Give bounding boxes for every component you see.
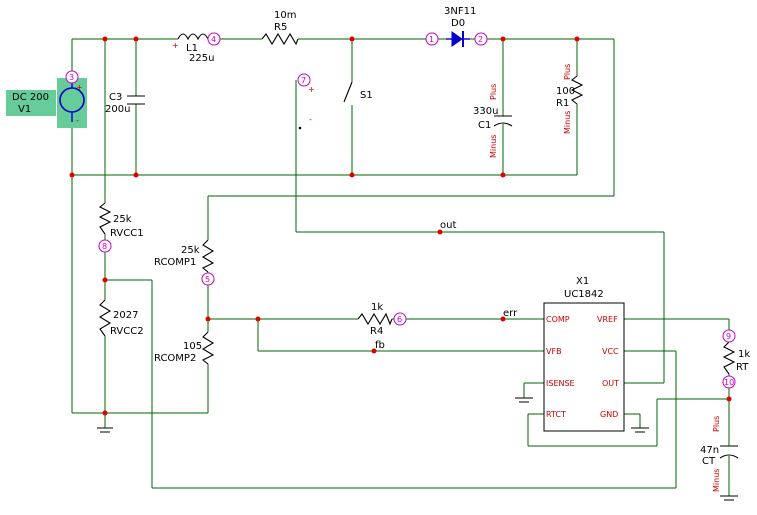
rcomp1-resistor[interactable]: 25k RCOMP1: [154, 239, 215, 273]
r1-resistor[interactable]: 100 R1 Plus Minus: [556, 64, 584, 134]
r5-ref: R5: [274, 22, 287, 33]
r5-resistor[interactable]: 10m R5: [261, 10, 299, 46]
d0-ref: D0: [451, 18, 465, 29]
c1-minus: Minus: [489, 135, 498, 158]
junction-dots: [69, 36, 732, 416]
ic-pin-rtct: RTCT: [546, 410, 566, 419]
ic-pin-vcc: VCC: [602, 347, 619, 356]
rt-value: 1k: [738, 349, 750, 360]
node-8: 8: [102, 242, 107, 251]
ic-pin-comp: COMP: [546, 315, 570, 324]
l1-value: 225u: [189, 53, 214, 64]
r1-plus: Plus: [563, 64, 572, 80]
ct-plus: Plus: [712, 416, 721, 432]
rvcc1-resistor[interactable]: 25k RVCC1: [98, 202, 144, 239]
r4-resistor[interactable]: 1k R4: [357, 302, 393, 337]
node-10: 10: [724, 378, 734, 387]
ct-minus: Minus: [712, 469, 721, 492]
c1-ref: C1: [478, 120, 491, 131]
rcomp2-ref: RCOMP2: [154, 353, 196, 364]
d0-value: 3NF11: [444, 6, 476, 17]
node-7: 7: [301, 76, 306, 85]
ground-symbols: [97, 397, 738, 501]
rt-resistor[interactable]: 1k RT: [722, 341, 750, 375]
ct-ref: CT: [702, 456, 716, 467]
rcomp2-value: 105: [183, 341, 202, 352]
ic-pin-vfb: VFB: [546, 347, 562, 356]
net-fb-label: fb: [375, 340, 385, 351]
r5-value: 10m: [274, 10, 296, 21]
r1-minus: Minus: [563, 111, 572, 134]
rvcc2-resistor[interactable]: 2027 RVCC2: [98, 299, 144, 337]
s1-switch[interactable]: S1 + -: [298, 81, 373, 130]
rvcc1-value: 25k: [113, 214, 132, 225]
rvcc2-ref: RVCC2: [110, 326, 144, 337]
s1-ref: S1: [360, 90, 373, 101]
v1-plus: +: [76, 83, 83, 92]
node-3: 3: [69, 73, 74, 82]
r1-value: 100: [556, 86, 575, 97]
node-5: 5: [205, 275, 210, 284]
r4-ref: R4: [370, 326, 383, 337]
node-6: 6: [397, 315, 402, 324]
c1-value: 330u: [473, 106, 498, 117]
c1-plus: Plus: [489, 84, 498, 100]
r1-ref: R1: [556, 98, 569, 109]
ct-capacitor[interactable]: 47n CT Plus Minus: [700, 416, 739, 492]
c3-ref: C3: [109, 92, 122, 103]
ic-ref: X1: [576, 276, 589, 287]
r4-value: 1k: [371, 302, 383, 313]
node-4: 4: [211, 35, 216, 44]
rcomp2-resistor[interactable]: 105 RCOMP2: [154, 331, 215, 365]
node-numbers: 1 2 3 4 5 6 7 8 9 10: [65, 32, 736, 389]
net-out-label: out: [440, 220, 456, 231]
rvcc1-ref: RVCC1: [110, 228, 144, 239]
rvcc2-value: 2027: [113, 310, 138, 321]
x1-ic[interactable]: X1 UC1842 COMP VFB ISENSE RTCT VREF VCC …: [543, 276, 625, 432]
ic-part: UC1842: [564, 289, 604, 300]
node-1: 1: [429, 35, 434, 44]
ic-pin-vref: VREF: [597, 315, 618, 324]
c1-capacitor[interactable]: 330u C1 Plus Minus: [473, 84, 513, 158]
ic-pin-isense: ISENSE: [546, 379, 575, 388]
ic-pin-gnd: GND: [600, 410, 618, 419]
ct-value: 47n: [700, 445, 719, 456]
l1-ref: L1: [186, 43, 198, 54]
net-err-label: err: [503, 308, 518, 319]
v1-minus: -: [76, 116, 79, 125]
rt-ref: RT: [736, 362, 749, 373]
ic-pin-out: OUT: [602, 379, 619, 388]
c3-capacitor[interactable]: C3 200u: [105, 92, 145, 115]
l1-polarity: +: [172, 41, 179, 50]
s1-plus: +: [308, 85, 315, 94]
v1-value: DC 200: [12, 92, 49, 103]
node-2: 2: [478, 35, 483, 44]
v1-ref: V1: [18, 104, 31, 115]
rcomp1-ref: RCOMP1: [154, 257, 196, 268]
rcomp1-value: 25k: [181, 245, 200, 256]
d0-diode[interactable]: 3NF11 D0: [444, 6, 476, 47]
c3-value: 200u: [105, 104, 130, 115]
s1-minus: -: [309, 115, 312, 124]
v1-source[interactable]: DC 200 V1 + -: [6, 78, 87, 128]
node-9: 9: [726, 332, 731, 341]
